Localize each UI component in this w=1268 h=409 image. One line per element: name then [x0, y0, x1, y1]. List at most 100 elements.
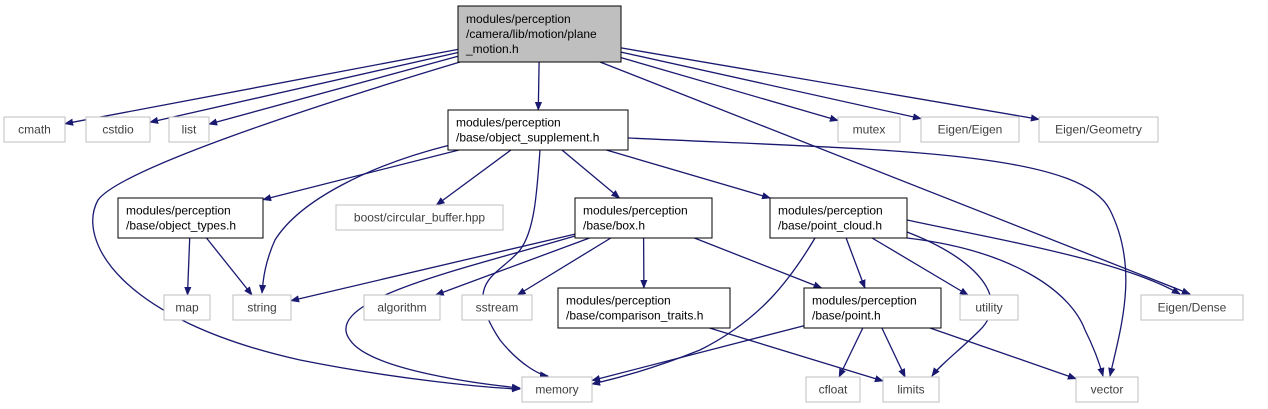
- node-eigen_dense: Eigen/Dense: [1140, 294, 1244, 321]
- node-box: [85, 116, 151, 143]
- node-cstdio: cstdio: [85, 116, 151, 143]
- node-label-line: modules/perception: [566, 294, 671, 308]
- node-eigen_eigen: Eigen/Eigen: [920, 116, 1020, 143]
- node-box: [1038, 116, 1159, 143]
- node-box: [461, 294, 533, 321]
- node-label-line: Eigen/Geometry: [1055, 123, 1142, 137]
- node-string: string: [232, 294, 292, 321]
- node-box: [3, 116, 66, 143]
- node-box: [521, 376, 593, 403]
- node-memory: memory: [521, 376, 593, 403]
- node-box: [803, 287, 942, 329]
- node-label-line: memory: [535, 383, 578, 397]
- node-cmath: cmath: [3, 116, 66, 143]
- edge-root-to-mutex: [620, 56, 839, 122]
- node-box: [574, 197, 713, 239]
- edge-box-to-memory: [345, 235, 576, 391]
- node-box: [920, 116, 1020, 143]
- edge-box-to-sstream: [516, 237, 612, 296]
- edge-point_cloud-to-utility: [871, 237, 969, 296]
- node-label-line: /base/object_types.h: [126, 219, 236, 233]
- node-label-line: /base/object_supplement.h: [456, 131, 599, 145]
- node-algorithm: algorithm: [363, 294, 441, 321]
- node-box: [882, 376, 940, 403]
- node-label-line: _motion.h: [465, 42, 519, 56]
- node-label-line: mutex: [853, 123, 886, 137]
- node-box: [1075, 376, 1139, 403]
- node-box: [557, 287, 731, 329]
- node-point[interactable]: modules/perception/base/point.h: [803, 287, 942, 329]
- edge-point-to-vector: [929, 327, 1077, 380]
- node-box[interactable]: modules/perception/base/box.h: [574, 197, 713, 239]
- node-object_supplement[interactable]: modules/perception/base/object_supplemen…: [447, 109, 629, 151]
- node-box: [457, 5, 622, 63]
- edge-point_cloud-to-memory: [591, 237, 816, 386]
- edge-object_supplement-to-point_cloud: [606, 149, 772, 200]
- edge-point_cloud-to-point: [845, 237, 866, 289]
- node-label-line: modules/perception: [126, 204, 231, 218]
- node-sstream: sstream: [461, 294, 533, 321]
- node-box: [168, 116, 210, 143]
- node-object_types[interactable]: modules/perception/base/object_types.h: [117, 197, 264, 239]
- edge-point-to-limits: [881, 327, 906, 378]
- edge-point-to-memory: [591, 325, 805, 382]
- node-box: [1140, 294, 1244, 321]
- node-box: [163, 294, 211, 321]
- node-label-line: boost/circular_buffer.hpp: [354, 211, 486, 225]
- edge-object_types-to-string: [205, 237, 253, 296]
- edge-object_supplement-to-vector: [627, 137, 1127, 377]
- node-list: list: [168, 116, 210, 143]
- node-label-line: list: [182, 123, 197, 137]
- edge-box-to-string: [290, 233, 576, 303]
- node-box: [117, 197, 264, 239]
- node-label-line: /base/point.h: [812, 309, 881, 323]
- node-label-line: map: [175, 301, 199, 315]
- node-cfloat: cfloat: [805, 376, 861, 403]
- node-root[interactable]: modules/perception/camera/lib/motion/pla…: [457, 5, 622, 63]
- node-label-line: /base/box.h: [583, 219, 645, 233]
- edge-object_supplement-to-object_types: [262, 149, 460, 202]
- node-label-line: cfloat: [819, 383, 848, 397]
- node-point_cloud[interactable]: modules/perception/base/point_cloud.h: [769, 197, 908, 239]
- edge-object_supplement-to-string: [259, 144, 451, 294]
- node-circular_buffer: boost/circular_buffer.hpp: [335, 204, 504, 231]
- node-label-line: cstdio: [102, 123, 134, 137]
- edge-root-to-eigen_eigen: [620, 51, 922, 121]
- edge-box-to-algorithm: [434, 237, 590, 296]
- node-box: [363, 294, 441, 321]
- node-label-line: modules/perception: [456, 116, 561, 130]
- node-label-line: /base/point_cloud.h: [778, 219, 882, 233]
- node-box: [805, 376, 861, 403]
- node-label-line: limits: [897, 383, 924, 397]
- edge-root-to-object_supplement: [534, 61, 543, 111]
- node-box: [232, 294, 292, 321]
- edge-root-to-eigen_geometry: [620, 47, 1040, 122]
- node-label-line: /camera/lib/motion/plane: [466, 27, 597, 41]
- node-box: [447, 109, 629, 151]
- node-label-line: sstream: [476, 301, 519, 315]
- node-label-line: /base/comparison_traits.h: [566, 309, 703, 323]
- node-map: map: [163, 294, 211, 321]
- edge-root-to-memory: [92, 61, 521, 393]
- node-box: [959, 294, 1019, 321]
- edge-point-to-cfloat: [838, 327, 864, 378]
- node-label-line: utility: [975, 301, 1002, 315]
- edge-point_cloud-to-eigen_dense: [906, 219, 1181, 295]
- node-label-line: string: [247, 301, 276, 315]
- node-label-line: modules/perception: [778, 204, 883, 218]
- node-comparison_traits[interactable]: modules/perception/base/comparison_trait…: [557, 287, 731, 329]
- node-label-line: algorithm: [377, 301, 426, 315]
- edge-box-to-point: [694, 237, 823, 289]
- node-utility: utility: [959, 294, 1019, 321]
- node-label-line: Eigen/Dense: [1158, 301, 1227, 315]
- edge-root-to-cstdio: [149, 51, 459, 124]
- edge-object_types-to-map: [184, 237, 192, 296]
- edge-point_cloud-to-vector: [906, 237, 1105, 377]
- edge-root-to-cmath: [64, 48, 459, 126]
- node-box: [335, 204, 504, 231]
- node-label-line: vector: [1091, 383, 1124, 397]
- nodes-layer: modules/perception/camera/lib/motion/pla…: [3, 5, 1244, 403]
- node-limits: limits: [882, 376, 940, 403]
- node-eigen_geometry: Eigen/Geometry: [1038, 116, 1159, 143]
